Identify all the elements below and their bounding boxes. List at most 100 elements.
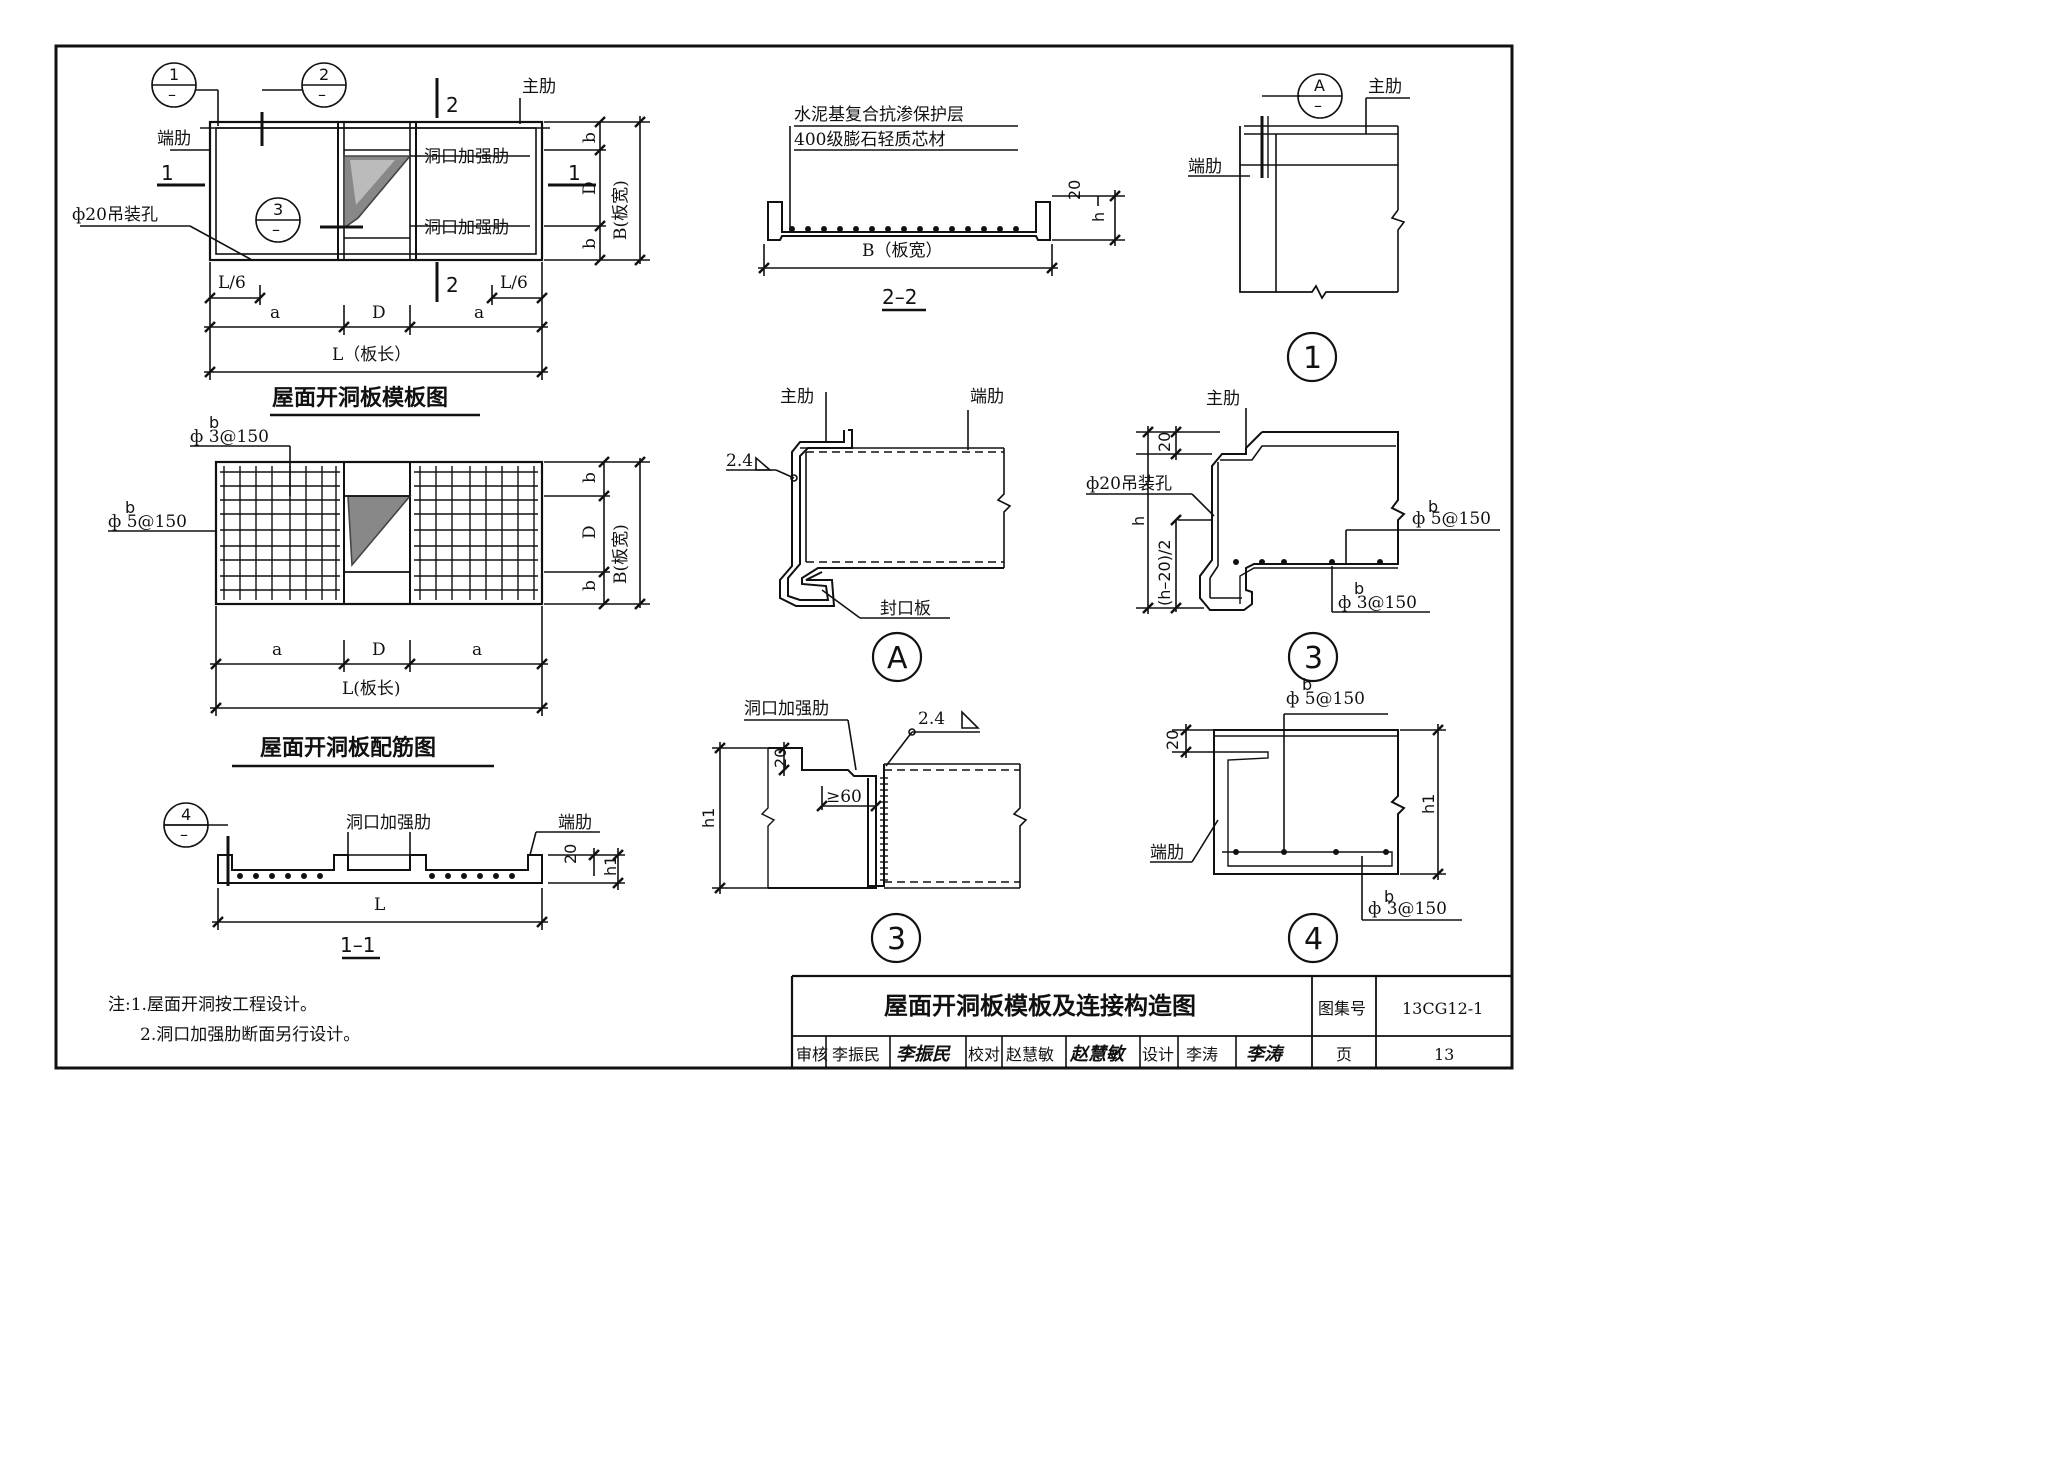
checker-signature: 赵慧敏 bbox=[1069, 1044, 1127, 1065]
s11-dim-h1: h1 bbox=[601, 856, 620, 876]
rebar-dot bbox=[285, 873, 291, 879]
mark-1-num: 1 bbox=[169, 65, 179, 84]
mark-2-num: 2 bbox=[319, 65, 329, 84]
d3b-dim-h1: h1 bbox=[699, 808, 718, 828]
d4-circle-label: 4 bbox=[1304, 922, 1323, 957]
s22-dim-20: 20 bbox=[1065, 180, 1084, 200]
detail-3b-ticks bbox=[714, 742, 882, 894]
detail-3a-ticks bbox=[1142, 426, 1182, 614]
detail-1 bbox=[1188, 95, 1410, 300]
detail-A bbox=[726, 392, 1012, 619]
mark-A-num: A bbox=[1314, 76, 1325, 95]
d3b-circle-label: 3 bbox=[887, 922, 906, 957]
d4-bar-bot: ф 3@150 bbox=[1368, 899, 1447, 919]
mark-2-sheet: – bbox=[318, 85, 326, 104]
rebar-dot bbox=[429, 873, 435, 879]
rebar-dim-b-top: b bbox=[580, 472, 600, 483]
detail-4-ticks bbox=[1180, 724, 1444, 880]
rebar-grid bbox=[220, 466, 538, 600]
d3a-bar-bot-sup: b bbox=[1354, 579, 1364, 598]
d3a-bar-top: ф 5@150 bbox=[1412, 509, 1491, 529]
page-label: 页 bbox=[1336, 1045, 1352, 1064]
plan-rebar bbox=[108, 445, 650, 768]
s11-dim-20: 20 bbox=[561, 844, 580, 864]
s22-layer-2: 400级膨石轻质芯材 bbox=[794, 130, 945, 150]
dim-b-top: b bbox=[580, 132, 600, 143]
dA-cover-plate: 封口板 bbox=[880, 599, 931, 619]
rebar-dot bbox=[269, 873, 275, 879]
d3a-circle-label: 3 bbox=[1304, 641, 1323, 676]
checker-name: 赵慧敏 bbox=[1006, 1045, 1054, 1064]
mark-3-sheet: – bbox=[272, 220, 280, 239]
rebar-dot bbox=[981, 226, 987, 232]
rebar-left-sup: b bbox=[125, 498, 135, 517]
mark-A-sheet: – bbox=[1314, 96, 1322, 115]
sheet-border bbox=[54, 44, 1514, 1070]
detail-bubbles bbox=[151, 62, 1343, 964]
d3a-dim-h20: (h–20)/2 bbox=[1155, 539, 1174, 606]
atlas-label: 图集号 bbox=[1318, 999, 1366, 1018]
rebar-dim-length: L(板长) bbox=[342, 679, 401, 699]
plan-rebar-dim-ticks bbox=[210, 456, 646, 714]
section-mark-1-left: 1 bbox=[161, 161, 174, 185]
note-line-1: 注:1.屋面开洞按工程设计。 bbox=[108, 995, 317, 1015]
rebar-dim-b-bottom: b bbox=[580, 580, 600, 591]
d3a-bar-top-sup: b bbox=[1428, 497, 1438, 516]
label-hole-rib-upper: 洞口加强肋 bbox=[424, 147, 509, 167]
section-1-1 bbox=[164, 824, 625, 960]
plan-template-dim-ticks bbox=[204, 116, 646, 378]
s22-title: 2–2 bbox=[882, 285, 917, 309]
detail-4-bars bbox=[1233, 849, 1389, 855]
s22-dim-h: h bbox=[1089, 212, 1108, 222]
rebar-dot bbox=[949, 226, 955, 232]
d1-circle-label: 1 bbox=[1303, 341, 1322, 376]
title-block bbox=[790, 974, 1512, 1068]
detail-4 bbox=[1150, 713, 1462, 921]
note-line-2: 2.洞口加强肋断面另行设计。 bbox=[140, 1025, 360, 1045]
drawing-sheet: 主肋 端肋 洞口加强肋 洞口加强肋 ф20吊装孔 1 1 2 2 b D b B… bbox=[54, 44, 1514, 1070]
label-main-rib: 主肋 bbox=[522, 77, 556, 97]
plan-rebar-title: 屋面开洞板配筋图 bbox=[260, 735, 436, 761]
reviewer-name: 李振民 bbox=[832, 1045, 880, 1064]
detail-3b-weld bbox=[880, 777, 888, 881]
mark-1-sheet: – bbox=[168, 85, 176, 104]
s22-dim-width: B（板宽） bbox=[862, 241, 943, 261]
dim-a-right: a bbox=[474, 303, 484, 323]
section-1-1-bars bbox=[237, 873, 515, 879]
rebar-dot bbox=[869, 226, 875, 232]
section-1-1-ticks bbox=[212, 849, 624, 928]
d4-dim-20: 20 bbox=[1163, 730, 1182, 750]
rebar-dim-a-right: a bbox=[472, 640, 482, 660]
dim-length: L（板长） bbox=[332, 345, 411, 365]
label-end-rib: 端肋 bbox=[157, 129, 191, 149]
section-mark-1-right: 1 bbox=[568, 161, 581, 185]
s22-layer-1: 水泥基复合抗渗保护层 bbox=[794, 105, 964, 125]
rebar-dot bbox=[853, 226, 859, 232]
dA-circle-label: A bbox=[887, 641, 908, 676]
label-lift-hole: ф20吊装孔 bbox=[72, 205, 158, 225]
rebar-dot bbox=[965, 226, 971, 232]
check-label: 校对 bbox=[968, 1045, 1000, 1064]
designer-signature: 李涛 bbox=[1246, 1044, 1285, 1065]
dim-D: D bbox=[580, 181, 600, 195]
mark-4-sheet: – bbox=[180, 825, 188, 844]
rebar-dot bbox=[317, 873, 323, 879]
mark-3-num: 3 bbox=[273, 200, 283, 219]
rebar-dot bbox=[461, 873, 467, 879]
rebar-dot bbox=[237, 873, 243, 879]
d3b-dim-20: 20 bbox=[771, 748, 790, 768]
section-2-2-bars bbox=[789, 226, 1019, 232]
review-label: 审核 bbox=[796, 1045, 828, 1064]
rebar-dot bbox=[253, 873, 259, 879]
section-2-2 bbox=[758, 125, 1125, 312]
rebar-dot bbox=[445, 873, 451, 879]
rebar-dot bbox=[837, 226, 843, 232]
d3a-main-rib: 主肋 bbox=[1206, 389, 1240, 409]
detail-3b bbox=[712, 710, 1028, 894]
atlas-number: 13CG12-1 bbox=[1402, 999, 1483, 1018]
rebar-dot bbox=[805, 226, 811, 232]
rebar-dot bbox=[917, 226, 923, 232]
rebar-dot bbox=[509, 873, 515, 879]
s11-dim-length: L bbox=[374, 895, 385, 915]
rebar-dot bbox=[901, 226, 907, 232]
